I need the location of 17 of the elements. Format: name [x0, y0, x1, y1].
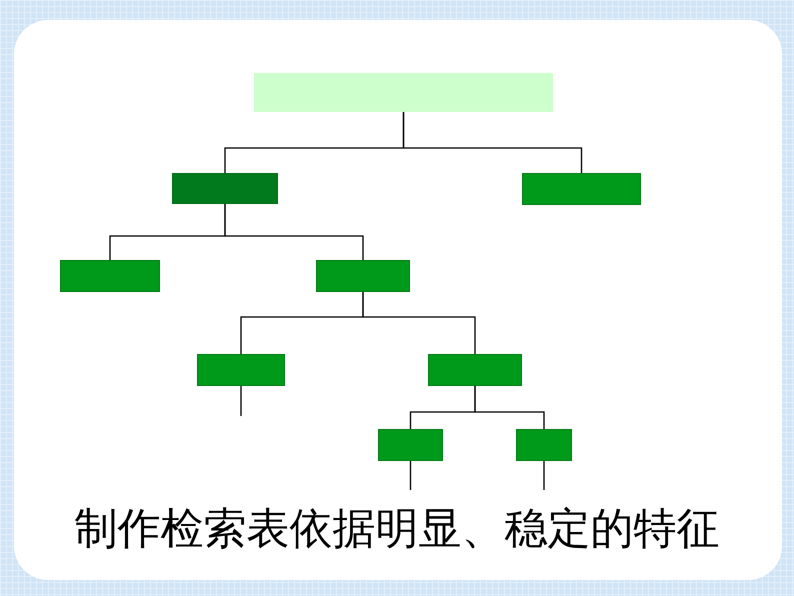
dangling-line — [543, 461, 545, 490]
caption: 制作检索表依据明显、稳定的特征 — [74, 503, 720, 556]
tree-box — [522, 173, 641, 205]
connector-line — [402, 112, 582, 173]
tree-box — [378, 429, 443, 461]
dangling-line — [410, 461, 412, 490]
tree-box — [516, 429, 572, 461]
connector-line — [362, 292, 476, 354]
tree-box — [197, 354, 285, 386]
tree-box — [172, 173, 278, 204]
tree-box — [60, 260, 160, 292]
connector-line — [474, 386, 545, 429]
tree-box — [254, 73, 553, 112]
dangling-line — [240, 386, 242, 416]
connector-line — [224, 204, 364, 260]
tree-box — [316, 260, 410, 292]
tree-box — [428, 354, 522, 386]
